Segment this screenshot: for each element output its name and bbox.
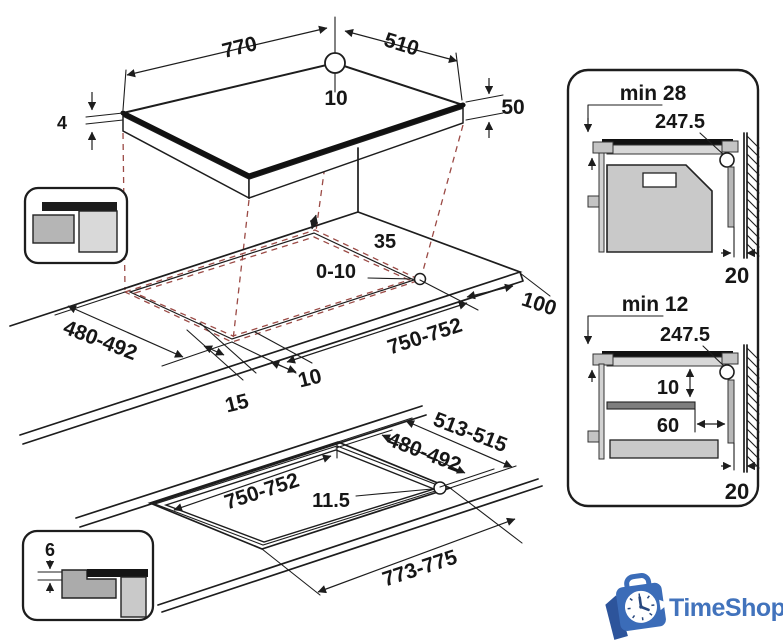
- label-wall-gap-top: 20: [725, 263, 749, 288]
- logo-text: TimeShop: [669, 594, 783, 622]
- hob-glass-section: [602, 139, 733, 145]
- dim-cutout-depth: 480-492: [60, 316, 140, 365]
- label-min-28: min 28: [620, 82, 687, 105]
- left-bracket: [592, 141, 614, 154]
- dim-side-clearance: 100: [519, 288, 559, 321]
- corner-radius-point: [433, 481, 447, 495]
- oven-vent: [642, 172, 677, 188]
- right-bracket: [721, 140, 739, 153]
- cross-section-panel: min 28 247.5 20 min 12: [566, 68, 760, 508]
- dim-rear-gap: 35: [374, 231, 396, 253]
- oven-body: [606, 164, 713, 253]
- section-above-oven: min 28 247.5 20: [583, 82, 760, 288]
- drawer-front: [609, 439, 719, 459]
- dim-cutout-width: 750-752: [385, 314, 465, 360]
- cutout-corner-point: [413, 272, 427, 286]
- inset-cabinet-right: [78, 210, 118, 253]
- label-min-12: min 12: [622, 293, 689, 316]
- rear-reference-point: [324, 52, 346, 74]
- inset-cabinet-panel: [120, 576, 147, 618]
- right-bracket: [721, 352, 739, 365]
- cable-outlet-point: [719, 152, 735, 168]
- wall-hatching: [746, 135, 760, 257]
- inset-builtin-icon: [23, 186, 129, 265]
- cabinet-tab: [587, 195, 600, 208]
- label-cable-length-top: 247.5: [655, 111, 705, 133]
- cabinet-tab: [587, 430, 600, 443]
- dim-hob-depth: 510: [381, 28, 421, 60]
- inset-cabinet-left: [32, 214, 75, 244]
- dim-corner-radius: 11.5: [312, 490, 350, 512]
- dim-side-flange: 10: [296, 365, 324, 393]
- dim-recess-depth: 6: [45, 540, 55, 560]
- brand-logo: TimeShop: [605, 573, 783, 640]
- dim-body-height: 50: [501, 96, 524, 119]
- label-gap-below-hob: 10: [657, 377, 679, 399]
- dim-lateral-play: 0-10: [316, 261, 356, 283]
- dim-front-flange: 15: [223, 389, 252, 417]
- cable-outlet-point: [719, 364, 735, 380]
- logo-bag-icon: [605, 573, 669, 640]
- inset-glass-bar: [87, 569, 148, 577]
- inset-hob-bar: [42, 202, 117, 211]
- wall-hatching: [746, 347, 760, 469]
- cabinet-side-panel: [598, 152, 605, 253]
- rear-spacer: [727, 166, 735, 228]
- cabinet-side-panel: [598, 363, 605, 460]
- dim-rear-center-offset: 10: [324, 87, 347, 110]
- label-wall-gap-bottom: 20: [725, 479, 749, 504]
- hob-body-section: [606, 144, 728, 155]
- dim-glass-width: 773-775: [380, 546, 461, 592]
- rear-spacer: [727, 379, 735, 444]
- dim-hob-width: 770: [220, 32, 260, 63]
- dim-glass-thickness: 4: [57, 113, 67, 133]
- label-shelf-setback: 60: [657, 415, 679, 437]
- hob-body-section: [606, 356, 728, 367]
- label-cable-length-bottom: 247.5: [660, 324, 710, 346]
- bag-notch: [659, 599, 669, 611]
- hob-isometric-view: 4 770 10 510 50: [57, 16, 525, 341]
- hob-glass-section: [602, 351, 733, 357]
- section-above-drawer: min 12 247.5 10 60: [583, 293, 760, 504]
- shelf: [606, 401, 696, 410]
- left-bracket: [592, 353, 614, 366]
- inset-flush-icon: 6: [21, 529, 155, 622]
